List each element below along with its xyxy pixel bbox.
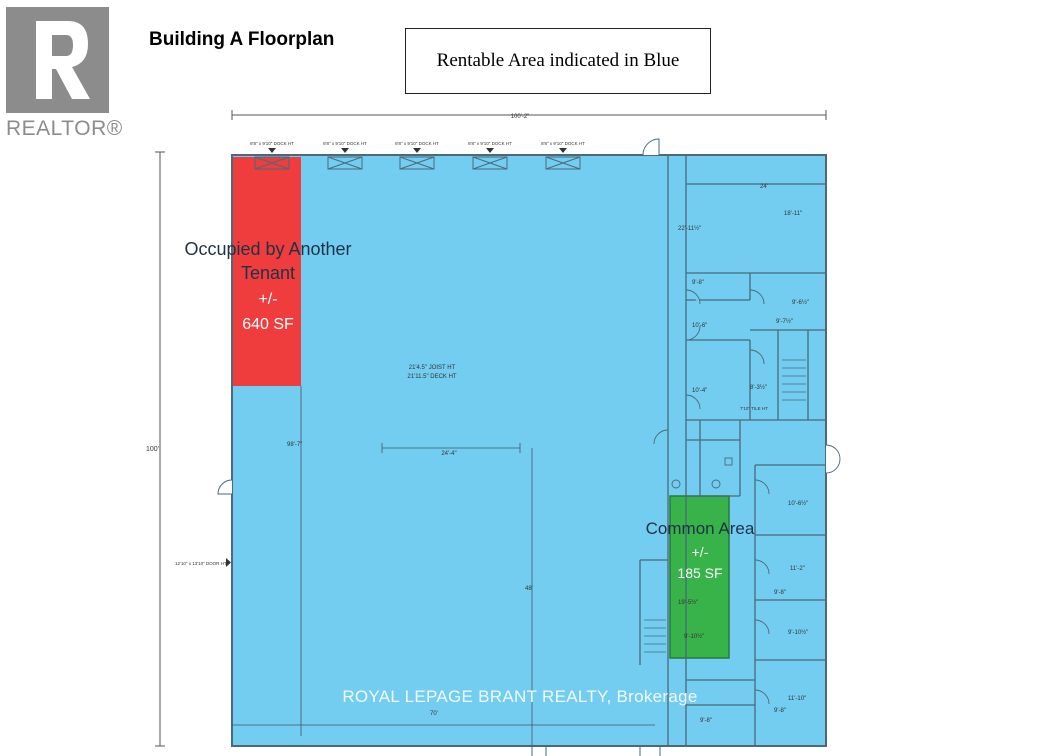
tile-height-label: 7'10" TILE HT [740,406,768,411]
dimension-10-6: 10'-6" [692,323,707,329]
dimension-8-3: 8'-3½" [750,384,767,391]
dock-door-label-2: 8'8" x 9'10" DOCK HT [323,141,367,146]
common-label-size: 185 SF [677,565,722,581]
dimension-9-8c: 9'-8" [774,708,786,714]
dimension-9-10: 9'-10½" [788,629,808,636]
dock-doors [254,156,581,170]
side-door-marker [226,558,231,567]
realtor-logo: REALTOR® [6,7,123,140]
warehouse-dimension-lines [232,386,655,746]
dock-door-label-4: 8'8" x 9'10" DOCK HT [468,141,512,146]
brokerage-watermark: ROYAL LEPAGE BRANT REALTY, Brokerage [342,687,697,706]
dock-door-label-5: 8'8" x 9'10" DOCK HT [541,141,585,146]
dimension-11-10: 11'-10" [788,696,806,702]
dimension-9-8b: 9'-8" [774,590,786,596]
common-area [669,495,730,659]
dimension-24-4: 24'-4" [441,451,456,457]
overall-width-label: 100'-2" [511,114,530,120]
common-label: Common Area [646,519,755,538]
dimension-10-6b: 10'-6½" [788,500,808,507]
dimension-11-2: 11'-2" [790,566,805,572]
dock-door-labels: 8'8" x 9'10" DOCK HT 8'8" x 9'10" DOCK H… [250,141,585,146]
dock-door-markers [268,148,567,153]
dimension-22-11: 22'-11½" [678,225,701,232]
page-title: Building A Floorplan [149,29,335,50]
side-door-label: 12'10" x 13'10" DOOR HT [175,561,227,566]
stairs [644,359,806,653]
dimension-19-5: 19'-5½" [678,599,698,606]
occupied-area [233,157,301,386]
occupied-label-line-2: Tenant [241,263,295,283]
dock-door-label-3: 8'8" x 9'10" DOCK HT [395,141,439,146]
realtor-logo-text: REALTOR® [6,117,123,140]
dimension-24: 24' [760,184,768,190]
office-walls [639,155,826,746]
occupied-label-plusminus: +/- [258,291,277,308]
bottom-door-swing-1 [531,746,547,756]
overall-width-dimension [231,110,827,120]
overall-depth-dimension [155,151,165,747]
dimension-9-10b: 9'-10½" [684,633,704,640]
washroom-fixtures [671,457,733,489]
dimension-9-7: 9'-7½" [776,318,793,325]
common-label-plusminus: +/- [692,544,709,560]
dimension-10-4: 10'-4" [692,388,707,394]
dock-door-label-1: 8'8" x 9'10" DOCK HT [250,141,294,146]
joist-height-label: 21'4.5" JOIST HT [409,365,456,371]
occupied-label-size: 640 SF [242,316,294,333]
office-dimension-labels: 24' 22'-11½" 18'-11" 9'-8" 9'-6½" 9'-7½"… [678,184,809,724]
dimension-18-11: 18'-11" [784,211,802,217]
legend-note: Rentable Area indicated in Blue [405,28,711,94]
common-area-labels: Common Area +/- 185 SF [646,519,755,581]
overall-depth-label: 100' [146,446,159,453]
realtor-logo-mark-icon [6,7,109,113]
dimension-9-8d: 9'-8" [700,718,712,724]
top-door-swing [642,138,660,156]
occupied-area-labels: Occupied by Another Tenant +/- 640 SF [184,239,351,333]
occupied-label-line-1: Occupied by Another [184,239,351,259]
dimension-70: 70' [430,711,438,717]
bottom-door-swing-2 [639,746,661,756]
dimension-98-7: 98'-7" [287,442,302,448]
dimension-48: 48' [525,586,533,592]
office-door-swings [653,289,841,705]
dimension-9-8: 9'-8" [692,280,704,286]
dimension-9-6: 9'-6½" [792,299,809,306]
side-door-swing [217,479,233,495]
deck-height-label: 21'11.5" DECK HT [407,374,457,380]
